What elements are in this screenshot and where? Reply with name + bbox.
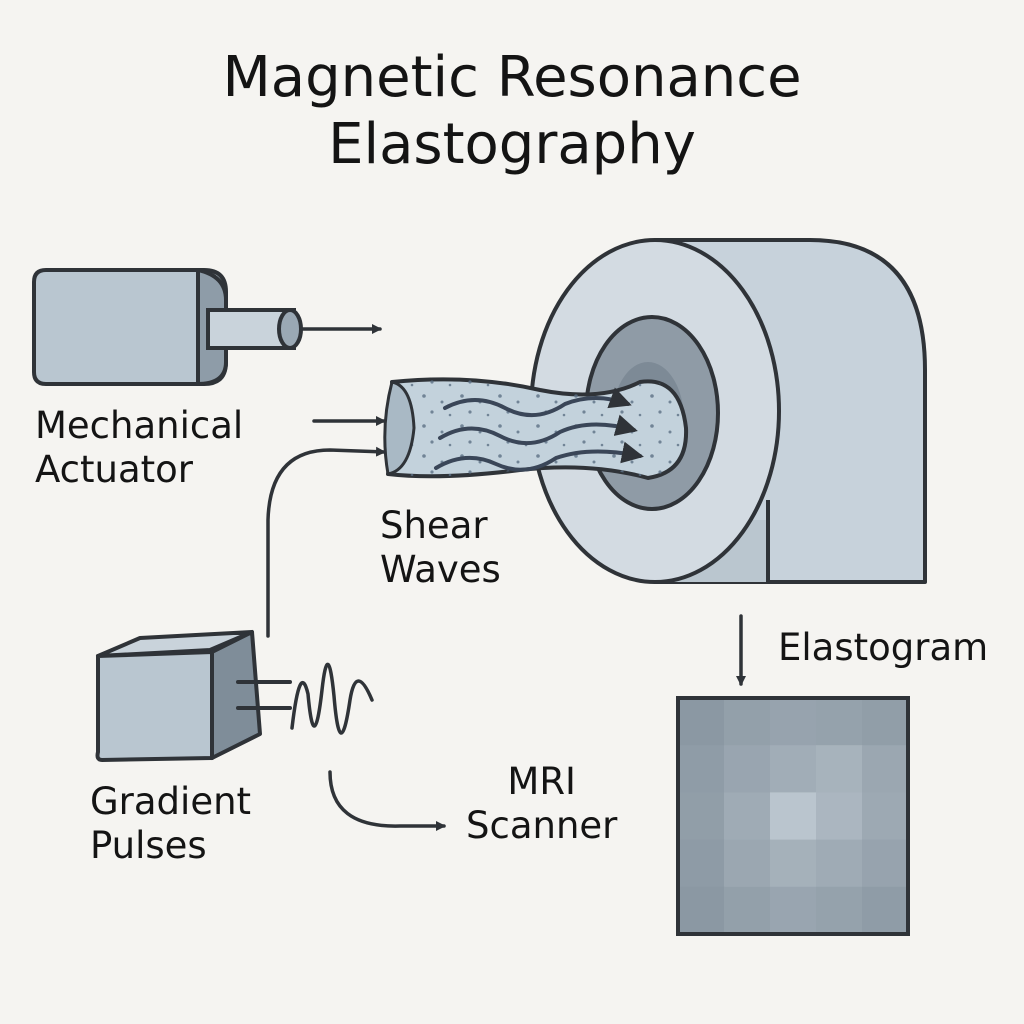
shear-wave-lines (434, 387, 644, 472)
shear-label-line-1: Shear (380, 504, 488, 547)
to-mri-scanner-arrow (328, 770, 446, 831)
elastogram-cell (816, 886, 863, 935)
elastogram-cell (770, 745, 817, 793)
gradient-label-line-1: Gradient (90, 780, 252, 823)
mri-label-line-1: MRI (507, 760, 576, 803)
elastogram-cell (724, 886, 771, 935)
actuator-label-line-2: Actuator (35, 447, 193, 491)
elastogram-cell (770, 839, 817, 888)
elastogram-cell (724, 745, 771, 793)
gradient-coil-icon (95, 630, 292, 762)
gradient-to-tissue-arrow (266, 446, 386, 638)
shear-label-line-2: Waves (380, 547, 501, 591)
elastogram-cell (862, 792, 909, 841)
elastogram-cell (724, 698, 771, 746)
title-line-1: Magnetic Resonance (222, 45, 802, 110)
mri-scanner-label: MRI Scanner (466, 760, 617, 847)
gradient-label-line-2: Pulses (90, 823, 207, 867)
mechanical-actuator-icon (32, 268, 303, 386)
elastogram-cell (678, 792, 725, 841)
elastogram-cell (678, 698, 725, 746)
elastogram-cell (770, 886, 817, 935)
gradient-pulse-waveform (290, 662, 374, 735)
mri-label-line-2: Scanner (466, 803, 618, 847)
elastogram-cell (724, 792, 771, 841)
tissue-sample-icon (383, 377, 689, 480)
elastogram-label: Elastogram (778, 626, 989, 669)
elastogram-cell (816, 698, 863, 746)
elastogram-cell (770, 792, 817, 841)
elastogram-cell (770, 698, 817, 746)
elastogram-cell (862, 886, 909, 935)
actuator-label-line-1: Mechanical (35, 404, 244, 447)
elastogram-cell (862, 839, 909, 888)
elastogram-cell (816, 745, 863, 793)
arrows (266, 324, 746, 831)
elastogram-cell (816, 839, 863, 888)
elastogram-cell (816, 792, 863, 841)
elastogram-image (676, 696, 910, 936)
elastogram-cell (678, 745, 725, 793)
actuator-label: Mechanical Actuator (35, 404, 243, 491)
elastogram-cell (862, 745, 909, 793)
elastogram-cell (724, 839, 771, 888)
gradient-pulses-label: Gradient Pulses (90, 780, 251, 867)
elastogram-cell (862, 698, 909, 746)
elastogram-cell (678, 839, 725, 888)
diagram-title: Magnetic Resonance Elastography (0, 44, 1024, 178)
title-line-2: Elastography (328, 112, 696, 178)
elastogram-cell (678, 886, 725, 935)
shear-waves-label: Shear Waves (380, 504, 501, 591)
